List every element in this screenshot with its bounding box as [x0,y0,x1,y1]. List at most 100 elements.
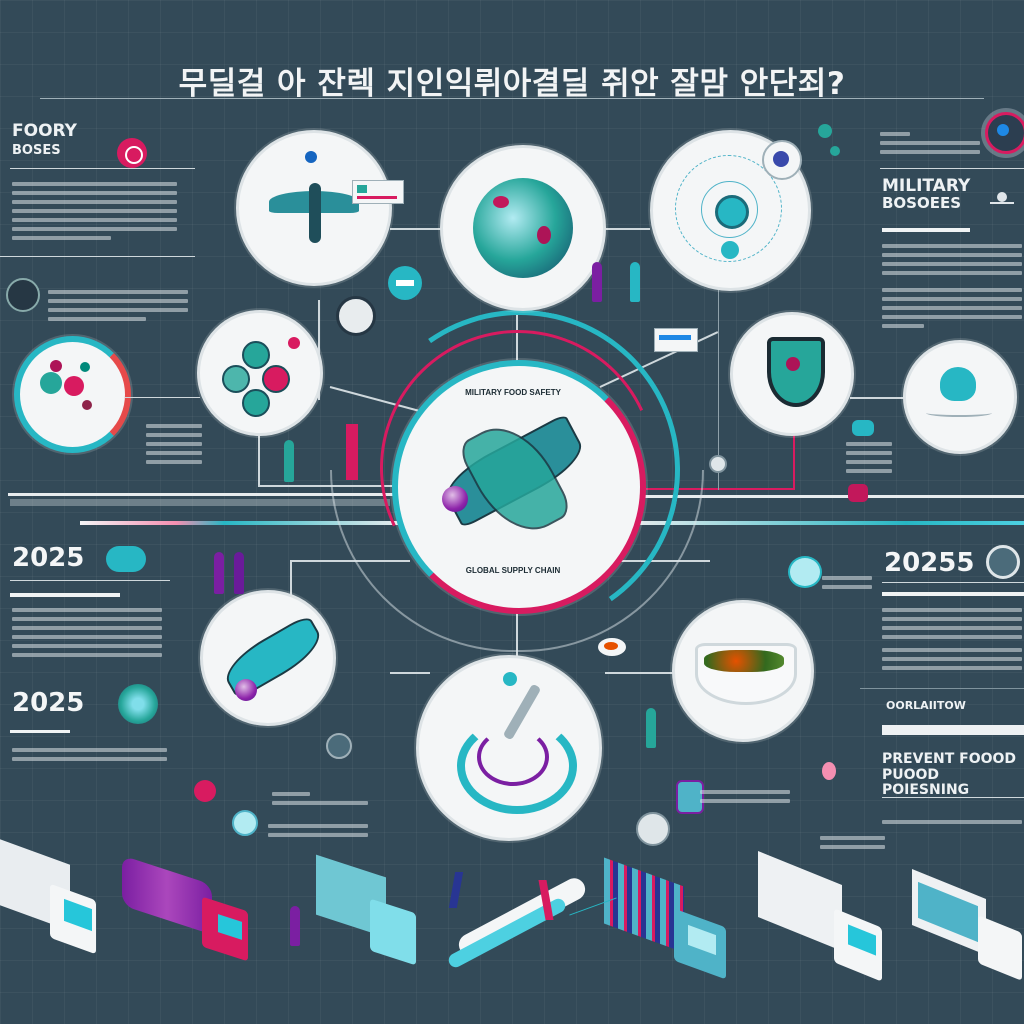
node-jet[interactable] [200,590,336,726]
node-caption [268,824,368,842]
vehicle-van-truck [912,869,1024,984]
center-hub[interactable]: MILITARY FOOD SAFETY GLOBAL SUPPLY CHAIN [392,360,646,614]
hexagon-icon [222,365,250,393]
teal-arrow-badge-icon [388,266,422,300]
node-heart[interactable] [903,340,1017,454]
band-top-line-right [636,495,1024,498]
target-ring-icon [985,112,1024,154]
prevent-food-heading: PREVENT FOOOD [882,751,1017,767]
vertical-pink-label [346,424,358,480]
divider [860,688,1024,689]
accent-bar [10,593,120,597]
right-section2-paragraph-2 [882,648,1022,675]
connector-line [516,310,518,370]
hat-teal-badge-icon [106,546,146,572]
ingredient-dot-icon [64,376,84,396]
left-section1-bottom-divider [0,256,195,257]
node-globe[interactable] [440,145,606,311]
vehicle-refrigerated-truck [604,857,734,980]
virus-cluster-icon [118,684,158,724]
year-label-2: 2025 [12,688,85,718]
person-figure [214,552,224,594]
ingredient-chart-circle [14,336,131,453]
ingredient-dot-icon [80,362,90,372]
gear-icon [326,733,352,759]
node-eagle[interactable] [236,130,392,286]
cockpit-icon [442,486,468,512]
heart-caption [846,442,892,478]
right-subheading: BOSOEES [882,194,962,212]
node-radar[interactable] [650,130,811,291]
contamination-swirl-icon [457,718,577,814]
band-top-line [8,493,398,496]
heart-icon [940,367,976,401]
person-figure [630,262,640,302]
vehicle-box-truck-2 [758,851,888,982]
node-caption [822,576,872,594]
grid-line [718,290,719,490]
left-chart-caption [48,290,188,326]
berry-icon [6,278,40,312]
node-shield[interactable] [730,312,854,436]
accent-bar [882,228,970,232]
alert-dot-icon [288,337,300,349]
divider [882,582,1024,583]
year-label-1: 2025 [12,543,85,573]
title-divider [40,98,984,99]
connector-line [516,590,518,680]
hands-outline [926,409,992,417]
person-figure [234,552,244,594]
hub-arc-text-top: MILITARY FOOD SAFETY [465,388,561,397]
highlight-strip [882,725,1024,735]
divider [10,580,170,581]
node-dot-icon [305,151,317,163]
drop-icon [822,762,836,780]
left-subheading-boses: BOSES [12,143,61,158]
connector-line [390,228,445,230]
emblem-badge-icon [336,296,376,336]
eye-lens-icon [762,140,802,180]
vehicle-box-truck-1 [0,839,98,955]
band-gradient-line [80,521,400,525]
cockpit-icon [235,679,257,701]
left-section2-paragraph [12,608,162,662]
connector-line [600,228,650,230]
connector-line-pink [793,430,795,490]
small-teal-icon [852,420,874,436]
connector-line [850,397,905,399]
right-section3-paragraph [882,820,1022,829]
node-caption [700,790,790,808]
node-caption [820,836,885,854]
prevent-food-heading-2: PUOOD POIESNING [882,767,970,798]
node-contamination[interactable] [416,655,602,841]
satellite-icon [990,192,1014,210]
node-food-bowl[interactable] [672,600,814,742]
molecule-icon [830,146,840,156]
connector-line [258,430,260,485]
small-node-icon [709,455,727,473]
accent-bar [10,730,70,733]
connector-line [290,560,410,562]
connector-line-pink [628,488,794,490]
hexagon-icon [242,389,270,417]
divider [882,797,1024,798]
radar-target-icon [715,195,749,229]
molecule-icon [818,124,832,138]
left-side-note [146,424,202,469]
node-caption [272,792,368,810]
node-hex-cluster[interactable] [197,310,323,436]
left-section1-divider [10,168,195,169]
connector-line [605,672,675,674]
right-section2-paragraph [882,608,1022,644]
left-section1-paragraph [12,182,177,245]
eagle-body [309,183,321,243]
hexagon-icon [242,341,270,369]
connector-line [290,560,292,610]
food-pink-badge-icon [117,138,147,168]
info-card [352,180,404,204]
globe-icon [473,178,573,278]
person-figure [592,262,602,302]
right-top-note [880,132,980,159]
food-bowl-icon [695,643,797,705]
accent-bar [882,592,1024,596]
